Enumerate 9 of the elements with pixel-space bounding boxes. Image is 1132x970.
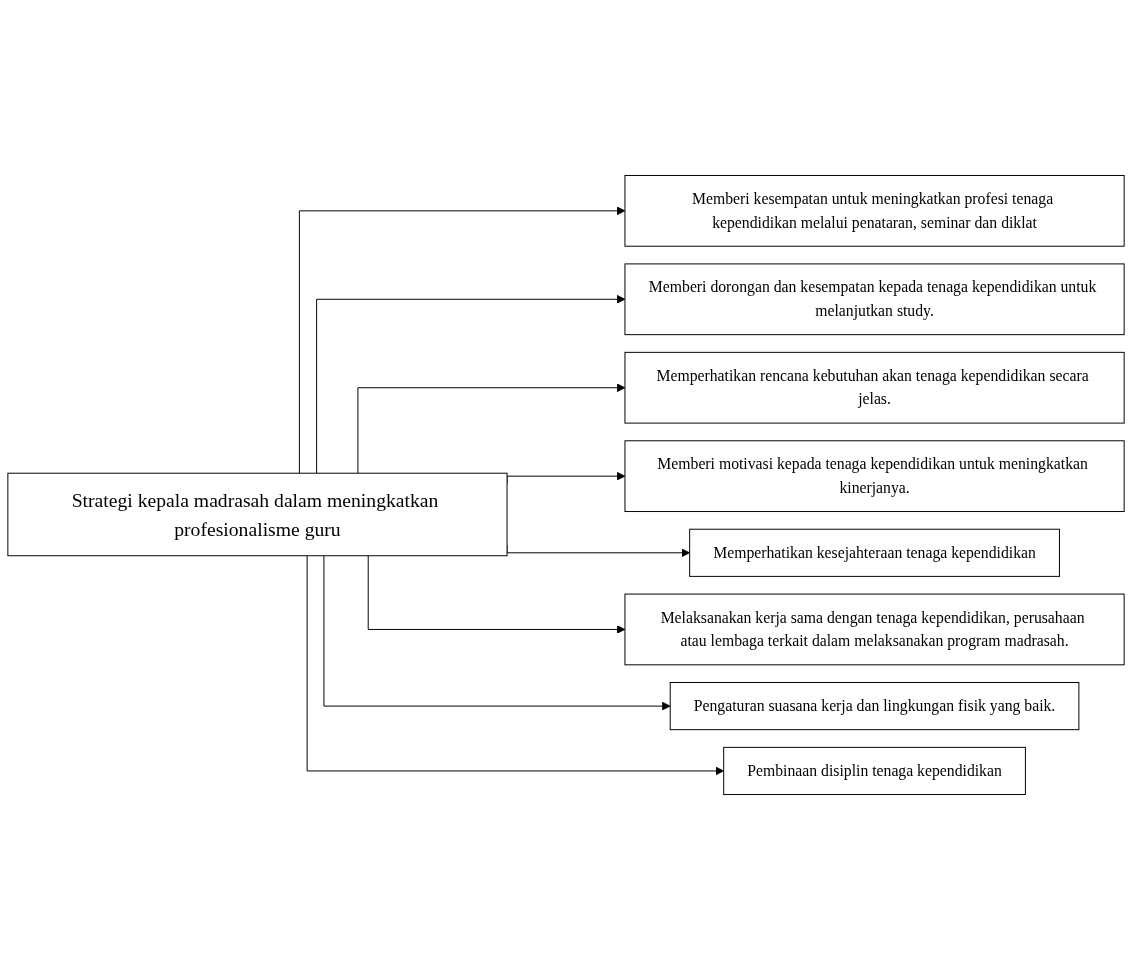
- node-box: Memperhatikan rencana kebutuhan akan tenaga kependidikan secara jelas.: [624, 351, 1125, 424]
- node-box: Strategi kepala madrasah dalam meningkatkan profesionalisme guru: [7, 472, 508, 557]
- node-box: Memperhatikan kesejahteraan tenaga kependidikan: [689, 528, 1060, 577]
- node-box: Memberi motivasi kepada tenaga kependidikan untuk meningkatkan kinerjanya.: [624, 440, 1125, 512]
- node-box: Memberi kesempatan untuk meningkatkan profesi tenaga kependidikan melalui penataran, seminar dan diklat: [624, 175, 1125, 247]
- node-box: Pembinaan disiplin tenaga kependidikan: [723, 746, 1026, 795]
- node-box: Memberi dorongan dan kesempatan kepada tenaga kependidikan untuk melanjutkan study.: [624, 263, 1125, 336]
- node-box: Pengaturan suasana kerja dan lingkungan fisik yang baik.: [669, 682, 1080, 731]
- node-box: Melaksanakan kerja sama dengan tenaga kependidikan, perusahaan atau lembaga terkait dalam melaksanakan program madrasah.: [624, 593, 1125, 666]
